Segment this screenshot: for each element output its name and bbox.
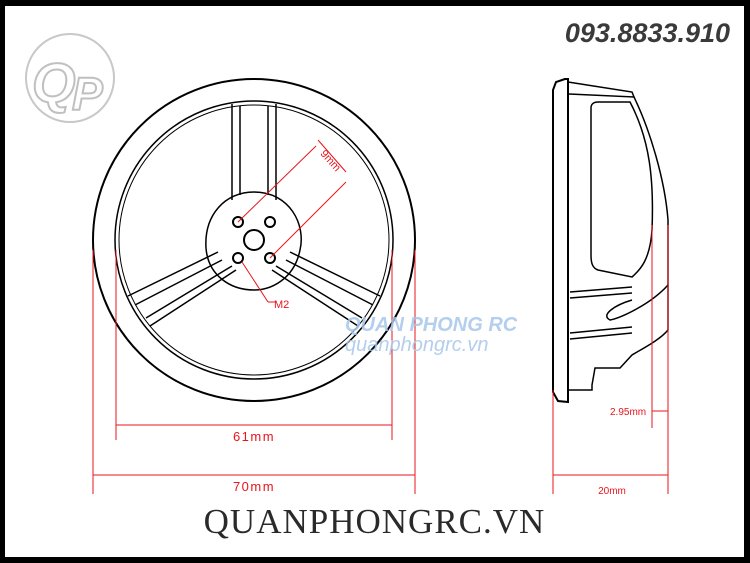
screw-size-label: M2 <box>274 299 289 311</box>
front-dimension-lines <box>92 139 416 494</box>
front-view <box>92 78 416 402</box>
watermark-url: quanphongrc.vn <box>345 334 489 356</box>
svg-text:P: P <box>72 68 103 120</box>
phone-number: 093.8833.910 <box>564 18 730 48</box>
spokes <box>127 104 381 327</box>
footer-website: QUANPHONGRC.VN <box>203 502 546 541</box>
hub <box>205 191 302 291</box>
inner-diameter-label: 61mm <box>233 429 275 444</box>
outer-diameter-label: 70mm <box>233 479 275 494</box>
watermark-brand: QUAN PHONG RC <box>345 314 518 336</box>
watermark: QUAN PHONG RC quanphongrc.vn <box>345 315 517 355</box>
svg-text:Q: Q <box>32 51 76 114</box>
side-view <box>552 78 669 404</box>
rim-thickness-label: 2.95mm <box>610 407 646 418</box>
hole-spacing-label: 9mm <box>318 148 343 174</box>
quan-phong-logo: Q P <box>25 33 115 123</box>
technical-drawing: Q P 9mm M2 61mm 70mm <box>25 33 669 497</box>
product-drawing-frame: Q P 9mm M2 61mm 70mm <box>5 6 744 557</box>
depth-label: 20mm <box>598 486 626 497</box>
side-dimension-lines <box>552 225 669 494</box>
